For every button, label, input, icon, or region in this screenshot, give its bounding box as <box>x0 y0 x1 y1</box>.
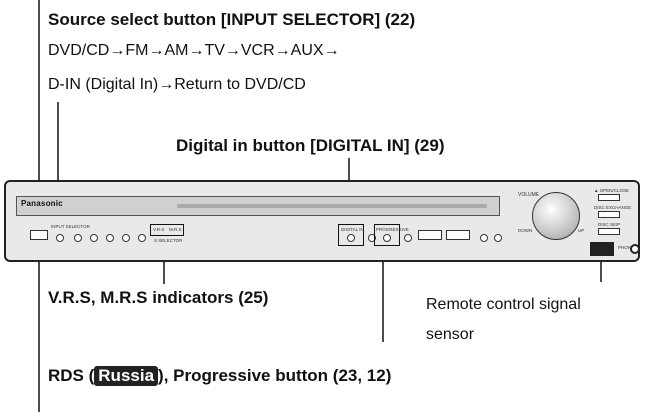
progressive-box <box>374 224 400 246</box>
russia-badge: Russia <box>94 366 159 386</box>
preset-button[interactable] <box>106 234 114 242</box>
disc-skip-button[interactable] <box>598 228 620 235</box>
skip-forward-button[interactable] <box>494 234 502 242</box>
callout-source-order-line1: DVD/CD→FM→AM→TV→VCR→AUX→ <box>48 42 340 59</box>
device-front-panel: Panasonic INPUT SELECTOR V.R.S M.R.S S S… <box>4 180 640 262</box>
disc-exchange-button[interactable] <box>598 211 620 218</box>
callout-remote-sensor-line1: Remote control signal <box>426 296 581 313</box>
preset-button[interactable] <box>74 234 82 242</box>
play-button[interactable] <box>446 230 470 240</box>
remote-control-sensor <box>590 242 614 256</box>
phones-jack[interactable] <box>630 244 640 254</box>
volume-label: VOLUME <box>518 192 540 198</box>
disc-slot <box>177 204 487 208</box>
disc-skip-label: DISC SKIP <box>598 222 621 227</box>
open-close-label: ▲ OPEN/CLOSE <box>594 188 629 193</box>
round-button[interactable] <box>404 234 412 242</box>
preset-button[interactable] <box>90 234 98 242</box>
stop-button[interactable] <box>418 230 442 240</box>
rds-prefix: RDS ( <box>48 366 95 385</box>
callout-source-order-line2: D-IN (Digital In)→Return to DVD/CD <box>48 76 306 93</box>
rds-suffix: ), Progressive button (23, 12) <box>158 366 392 385</box>
volume-knob[interactable] <box>532 192 580 240</box>
volume-up-label: UP <box>578 228 585 233</box>
mrs-indicator: M.R.S <box>169 227 182 232</box>
callout-rds-progressive: RDS (Russia), Progressive button (23, 12… <box>48 366 391 386</box>
brand-logo: Panasonic <box>21 199 63 208</box>
callout-vrs-mrs: V.R.S, M.R.S indicators (25) <box>48 288 269 307</box>
progressive-button[interactable] <box>383 234 391 242</box>
phones-label: PHONES <box>618 245 638 250</box>
progressive-label: PROGRESSIVE <box>376 227 409 232</box>
selector-label: S SELECTOR <box>154 238 183 243</box>
input-selector-button[interactable] <box>56 234 64 242</box>
round-button[interactable] <box>368 234 376 242</box>
callout-remote-sensor-line2: sensor <box>426 326 475 343</box>
vrs-indicator: V.R.S <box>153 227 165 232</box>
digital-in-button[interactable] <box>347 234 355 242</box>
preset-button[interactable] <box>122 234 130 242</box>
preset-button[interactable] <box>138 234 146 242</box>
callout-digital-in: Digital in button [DIGITAL IN] (29) <box>176 136 445 155</box>
open-close-button[interactable] <box>598 194 620 201</box>
callout-input-selector: Source select button [INPUT SELECTOR] (2… <box>48 10 416 29</box>
digital-in-box <box>338 224 364 246</box>
display-strip: Panasonic <box>16 196 500 216</box>
skip-back-button[interactable] <box>480 234 488 242</box>
volume-down-label: DOWN <box>518 228 533 233</box>
standby-button[interactable] <box>30 230 48 240</box>
input-selector-label: INPUT SELECTOR <box>51 224 90 229</box>
disc-exchange-label: DISC EXCHANGE <box>594 205 632 210</box>
vrs-mrs-indicator-box <box>150 224 184 236</box>
digital-in-label: DIGITAL IN <box>341 227 364 232</box>
